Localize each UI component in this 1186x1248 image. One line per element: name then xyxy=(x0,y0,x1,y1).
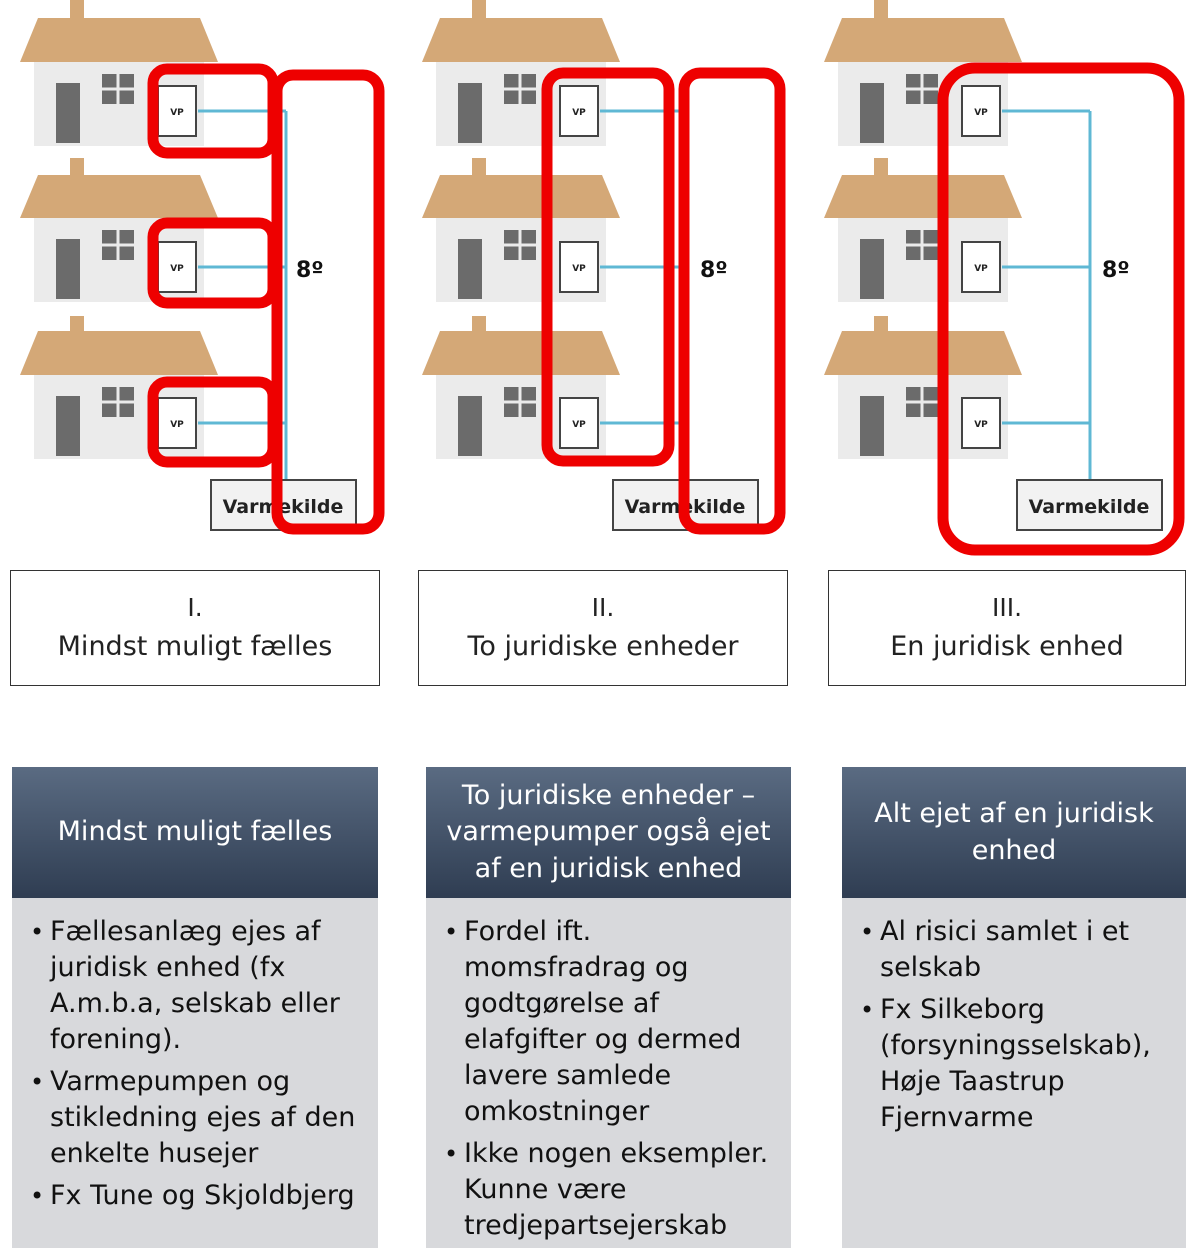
svg-text:VP: VP xyxy=(974,108,988,118)
svg-text:VP: VP xyxy=(170,420,184,430)
list-item: Ikke nogen eksempler. Kunne være tredjep… xyxy=(444,1136,777,1244)
description-card-1: Mindst muligt fælles Fællesanlæg ejes af… xyxy=(12,767,378,1248)
bullet-list: Fællesanlæg ejes af juridisk enhed (fx A… xyxy=(30,914,364,1214)
card-title: To juridiske enheder – varmepumper også … xyxy=(426,767,791,898)
model-name: En juridisk enhed xyxy=(890,630,1124,662)
bullet-list: Fordel ift. momsfradrag og godtgørelse a… xyxy=(444,914,777,1244)
ownership-highlight xyxy=(541,67,786,535)
svg-text:Varmekilde: Varmekilde xyxy=(223,496,344,518)
temperature-label: 8º xyxy=(700,258,728,283)
vp-unit: VP xyxy=(559,241,599,293)
model-numeral: III. xyxy=(991,593,1023,623)
svg-text:Varmekilde: Varmekilde xyxy=(1029,496,1150,518)
description-card-2: To juridiske enheder – varmepumper også … xyxy=(426,767,791,1248)
card-title: Alt ejet af en juridisk enhed xyxy=(842,767,1186,898)
pipe-network xyxy=(1002,109,1092,480)
model-name: To juridiske enheder xyxy=(467,630,739,662)
list-item: Fordel ift. momsfradrag og godtgørelse a… xyxy=(444,914,777,1130)
svg-text:VP: VP xyxy=(974,420,988,430)
diagram-model-3: VP VP VP 8º Varmekilde xyxy=(804,0,1186,560)
list-item: Fællesanlæg ejes af juridisk enhed (fx A… xyxy=(30,914,364,1058)
diagram-model-1: VP VP VP 8º Varmekilde xyxy=(0,0,400,560)
svg-text:VP: VP xyxy=(974,264,988,274)
ownership-highlight xyxy=(937,62,1185,556)
vp-unit: VP xyxy=(559,397,599,449)
diagram-model-2: VP VP VP 8º Varmekilde xyxy=(402,0,802,560)
heat-source-box: Varmekilde xyxy=(1016,479,1163,531)
svg-text:VP: VP xyxy=(572,108,586,118)
list-item: Varmepumpen og stikledning ejes af den e… xyxy=(30,1064,364,1172)
bullet-list: Al risici samlet i et selskab Fx Silkebo… xyxy=(860,914,1172,1136)
model-numeral: I. xyxy=(187,593,203,623)
description-card-3: Alt ejet af en juridisk enhed Al risici … xyxy=(842,767,1186,1248)
model-label-2: II. To juridiske enheder xyxy=(418,570,788,686)
temperature-label: 8º xyxy=(296,258,324,283)
svg-text:VP: VP xyxy=(170,264,184,274)
vp-unit: VP xyxy=(961,85,1001,137)
list-item: Fx Tune og Skjoldbjerg xyxy=(30,1178,364,1214)
card-title: Mindst muligt fælles xyxy=(12,767,378,898)
ownership-highlight xyxy=(147,63,385,535)
list-item: Fx Silkeborg (forsyningsselskab), Høje T… xyxy=(860,992,1172,1136)
model-label-3: III. En juridisk enhed xyxy=(828,570,1186,686)
house-icon xyxy=(824,316,1022,459)
vp-unit: VP xyxy=(961,241,1001,293)
pipe-network xyxy=(600,109,690,480)
temperature-label: 8º xyxy=(1102,258,1130,283)
model-label-1: I. Mindst muligt fælles xyxy=(10,570,380,686)
vp-unit: VP xyxy=(157,85,197,137)
vp-unit: VP xyxy=(559,85,599,137)
model-name: Mindst muligt fælles xyxy=(57,630,333,662)
vp-unit: VP xyxy=(961,397,1001,449)
model-numeral: II. xyxy=(591,593,615,623)
vp-unit: VP xyxy=(157,397,197,449)
svg-text:VP: VP xyxy=(170,108,184,118)
svg-text:VP: VP xyxy=(572,264,586,274)
list-item: Al risici samlet i et selskab xyxy=(860,914,1172,986)
vp-unit: VP xyxy=(157,241,197,293)
svg-text:VP: VP xyxy=(572,420,586,430)
